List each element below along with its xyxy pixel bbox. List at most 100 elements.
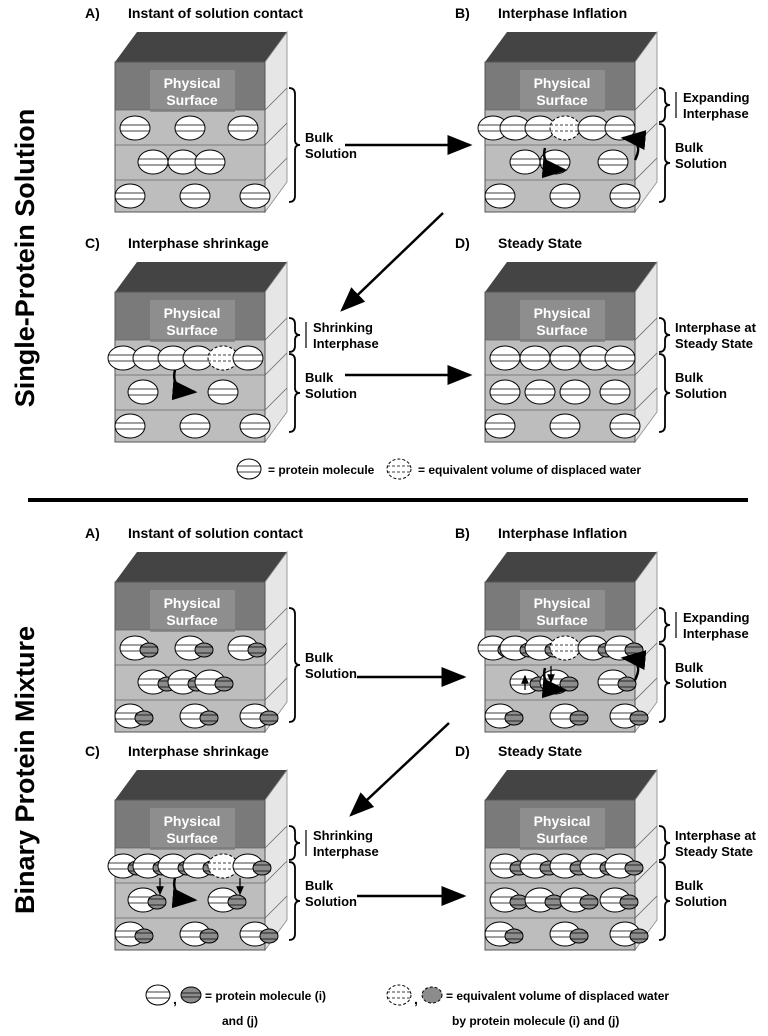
protein-j-molecule: [134, 710, 154, 726]
panel-letter: C): [85, 235, 100, 251]
exchange-arrow: [541, 147, 568, 179]
protein-molecule: [609, 183, 641, 209]
protein-molecule: [609, 413, 641, 439]
surface-label-plate: [520, 590, 605, 632]
protein-molecule: [549, 183, 581, 209]
surface-label-line2: Surface: [166, 830, 218, 846]
side-title-single: Single-Protein Solution: [10, 109, 40, 408]
legend-water-i-icon: [386, 984, 412, 1006]
protein-j-molecule: [504, 928, 524, 944]
layer-line: [634, 895, 658, 919]
block-side-face: [264, 30, 288, 214]
protein-j-molecule: [194, 642, 214, 658]
arrow-b-to-c-bottom: [349, 722, 450, 817]
protein-molecule: [167, 149, 199, 175]
label-interphase-line1: Interphase at: [675, 320, 757, 335]
protein-molecule: [579, 345, 611, 371]
side-title-binary: Binary Protein Mixture: [10, 626, 40, 914]
legend-protein-j-icon: [180, 986, 202, 1004]
label-interphase-line1: Shrinking: [313, 828, 373, 843]
protein-molecule: [179, 413, 211, 439]
block-top-face: [485, 552, 657, 582]
protein-j-molecule: [569, 710, 589, 726]
protein-molecule: [114, 413, 146, 439]
label-interphase-line1: Expanding: [683, 90, 750, 105]
layer-line: [264, 157, 288, 181]
protein-j-molecule: [624, 642, 644, 658]
panel-title: Interphase Inflation: [498, 5, 627, 21]
brace-bulk: [288, 607, 301, 723]
protein-j-molecule: [227, 894, 247, 910]
protein-j-molecule: [509, 894, 529, 910]
surface-label-line2: Surface: [536, 830, 588, 846]
label-interphase-line1: Interphase at: [675, 828, 757, 843]
protein-j-molecule: [259, 710, 279, 726]
layer-line: [634, 607, 658, 631]
protein-j-molecule: [134, 928, 154, 944]
label-interphase-line2: Interphase: [313, 336, 379, 351]
layer-line: [264, 642, 288, 666]
protein-molecule: [604, 115, 636, 141]
block-top-face: [485, 262, 657, 292]
block-top-face: [115, 770, 287, 800]
layer-line: [634, 157, 658, 181]
panel-letter: A): [85, 525, 100, 541]
protein-j-molecule: [147, 894, 167, 910]
surface-label-plate: [520, 808, 605, 850]
surface-label-line1: Physical: [164, 813, 221, 829]
block-top-face: [485, 770, 657, 800]
layer-line: [634, 317, 658, 341]
protein-j-molecule: [617, 676, 637, 692]
surface-label-line2: Surface: [166, 612, 218, 628]
block-side-face: [264, 550, 288, 734]
label-bulk-line1: Bulk: [675, 370, 704, 385]
label-bulk-line1: Bulk: [675, 660, 704, 675]
surface-label-line1: Physical: [534, 75, 591, 91]
label-bulk-line1: Bulk: [305, 878, 334, 893]
surface-label-line1: Physical: [534, 813, 591, 829]
surface-label-plate: [150, 70, 235, 112]
label-interphase-line2: Interphase: [683, 626, 749, 641]
brace-interphase: [658, 825, 671, 861]
label-interphase-line2: Interphase: [313, 844, 379, 859]
label-bulk-line2: Solution: [675, 676, 727, 691]
arrow-b-to-c-top: [340, 212, 444, 312]
label-bulk-line2: Solution: [675, 386, 727, 401]
protein-j-molecule: [579, 894, 599, 910]
protein-j-molecule: [624, 860, 644, 876]
protein-molecule: [119, 115, 151, 141]
surface-label-line1: Physical: [164, 75, 221, 91]
protein-j-molecule: [139, 642, 159, 658]
protein-j-molecule: [619, 894, 639, 910]
surface-label-plate: [520, 70, 605, 112]
block-side-face: [634, 260, 658, 444]
surface-label-line2: Surface: [536, 92, 588, 108]
protein-molecule: [114, 183, 146, 209]
transition-arrows: [340, 135, 473, 906]
panel-title: Interphase shrinkage: [128, 235, 269, 251]
exchange-arrow: [171, 369, 198, 401]
brace-interphase: [288, 317, 301, 353]
legend-protein-line1: = protein molecule (i): [205, 989, 326, 1003]
block-side-face: [634, 550, 658, 734]
label-bulk-line2: Solution: [675, 894, 727, 909]
layer-line: [264, 352, 288, 376]
legend-protein-label: = protein molecule: [268, 463, 375, 477]
layer-line: [264, 87, 288, 111]
surface-label-line2: Surface: [166, 92, 218, 108]
label-bulk-line1: Bulk: [675, 140, 704, 155]
layer-line: [634, 677, 658, 701]
layer-line: [634, 87, 658, 111]
protein-molecule: [524, 379, 556, 405]
protein-j-molecule: [247, 642, 267, 658]
panel-letter: A): [85, 5, 100, 21]
surface-label-line1: Physical: [164, 305, 221, 321]
protein-molecule: [127, 379, 159, 405]
protein-molecule: [174, 115, 206, 141]
layer-line: [264, 317, 288, 341]
protein-molecule: [484, 183, 516, 209]
